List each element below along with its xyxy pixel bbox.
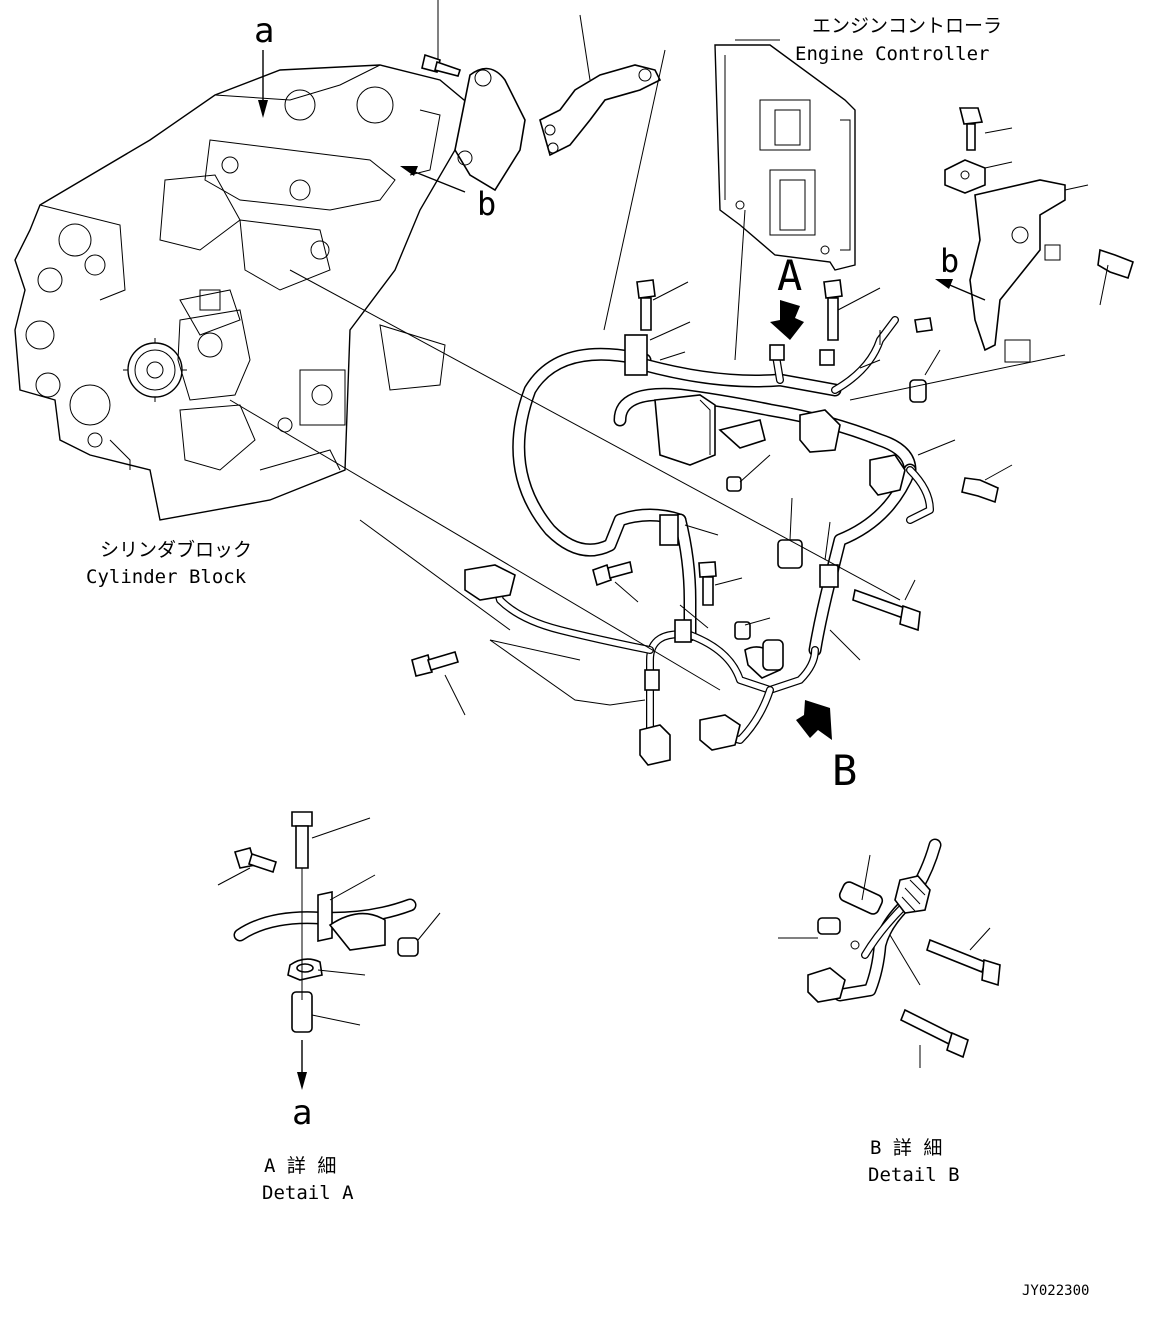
mounting-plate [944,107,1134,363]
detail-a-view [217,811,441,1090]
engine-controller-en: Engine Controller [795,43,989,65]
ref-A-label: A [777,251,802,300]
detail-b-jp: B 詳 細 [870,1137,942,1159]
fasteners [411,279,999,677]
ref-B-label: B [832,746,857,795]
cylinder-block-en: Cylinder Block [86,566,247,588]
detail-b-view [778,838,1001,1068]
detail-a-en: Detail A [262,1182,354,1204]
engine-controller-jp: エンジンコントローラ [812,15,1002,37]
wiring-harness [464,316,934,766]
ref-b-block-label: b [477,185,496,223]
ref-b-bracket-label: b [940,242,959,280]
ref-a-top-label: a [254,11,274,51]
text-labels: a b b A B a エンジンコントローラ Engine Controller… [86,11,1089,1299]
engine-controller [714,39,856,271]
harness-bracket-top [421,53,662,192]
cylinder-block [14,64,471,521]
cylinder-block-jp: シリンダブロック [100,538,252,561]
leader-lines [229,0,1109,716]
ref-a-detail-label: a [292,1093,312,1133]
drawing-number: JY022300 [1022,1283,1089,1299]
detail-b-en: Detail B [868,1164,960,1186]
detail-a-jp: A 詳 細 [264,1155,336,1177]
direction-arrows [258,50,986,740]
